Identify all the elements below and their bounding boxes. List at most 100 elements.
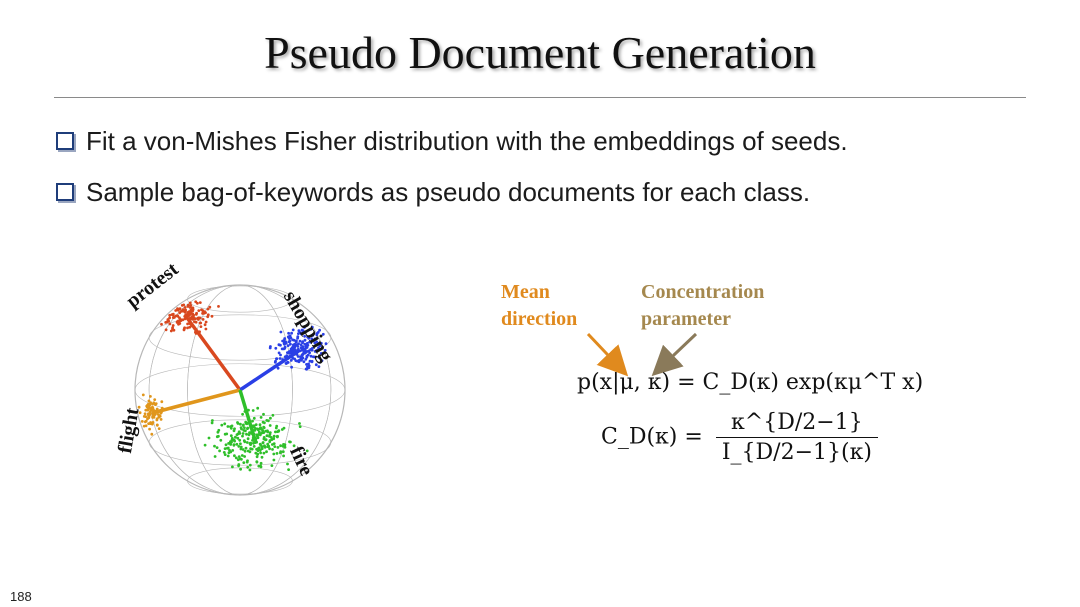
fire-point bbox=[232, 438, 236, 442]
flight-point bbox=[160, 410, 163, 414]
shopping-point bbox=[294, 348, 297, 352]
fire-point bbox=[264, 438, 267, 442]
fire-point bbox=[237, 445, 241, 448]
fire-point bbox=[272, 437, 276, 441]
fire-point bbox=[271, 413, 275, 417]
shopping-point bbox=[273, 360, 277, 364]
fire-point bbox=[282, 426, 286, 430]
shopping-point bbox=[301, 352, 305, 356]
shopping-point bbox=[303, 348, 306, 352]
fire-point bbox=[253, 428, 257, 432]
fire-point bbox=[273, 445, 277, 448]
fire-point bbox=[272, 434, 276, 438]
shopping-point bbox=[276, 366, 280, 370]
shopping-point bbox=[310, 337, 314, 341]
eq1-lhs: p(x|μ, κ) bbox=[577, 370, 671, 395]
fire-point bbox=[227, 442, 230, 445]
protest-point bbox=[193, 320, 196, 324]
shopping-point bbox=[275, 357, 278, 361]
fire-point bbox=[241, 448, 245, 451]
protest-point bbox=[183, 310, 187, 314]
fire-point bbox=[213, 455, 217, 458]
shopping-point bbox=[313, 355, 317, 359]
protest-point bbox=[168, 316, 171, 320]
sphere-parallel bbox=[187, 285, 293, 313]
flight-point bbox=[144, 408, 148, 412]
fire-point bbox=[235, 442, 239, 446]
fire-point bbox=[292, 444, 296, 448]
protest-point bbox=[198, 316, 202, 320]
fire-point bbox=[230, 424, 234, 428]
fire-point bbox=[251, 419, 254, 423]
fire-point bbox=[211, 419, 214, 422]
protest-point bbox=[204, 327, 208, 331]
shopping-point bbox=[306, 353, 310, 357]
fire-point bbox=[261, 431, 264, 435]
protest-point bbox=[197, 309, 201, 312]
checkbox-bullet-icon bbox=[56, 132, 74, 150]
protest-point bbox=[183, 306, 187, 309]
shopping-point bbox=[290, 331, 293, 335]
protest-point bbox=[188, 321, 192, 325]
concentration-arrow-icon bbox=[651, 332, 698, 377]
fire-point bbox=[241, 434, 244, 438]
fire-point bbox=[259, 451, 262, 455]
protest-point bbox=[206, 313, 210, 317]
bullet-text: Sample bag-of-keywords as pseudo documen… bbox=[86, 176, 811, 207]
shopping-point bbox=[303, 338, 307, 342]
protest-point bbox=[172, 328, 176, 332]
fire-point bbox=[246, 421, 250, 425]
fire-point bbox=[239, 447, 243, 451]
fire-point bbox=[223, 422, 227, 426]
fire-point bbox=[244, 446, 248, 450]
fire-point bbox=[252, 425, 256, 429]
shopping-point bbox=[321, 345, 324, 349]
protest-point bbox=[187, 314, 191, 318]
flight-point bbox=[153, 413, 156, 417]
shopping-point bbox=[287, 351, 291, 355]
protest-point bbox=[178, 322, 182, 325]
fire-point bbox=[256, 406, 260, 410]
fire-point bbox=[241, 412, 245, 416]
protest-point bbox=[188, 301, 192, 305]
flight-point bbox=[143, 420, 147, 424]
shopping-point bbox=[291, 328, 295, 332]
fire-point bbox=[266, 429, 269, 433]
fire-point bbox=[281, 450, 285, 454]
fire-point bbox=[259, 426, 262, 430]
fire-point bbox=[252, 445, 256, 448]
shopping-point bbox=[313, 341, 317, 345]
shopping-point bbox=[302, 360, 306, 364]
protest-point bbox=[198, 301, 202, 304]
fire-point bbox=[298, 425, 302, 428]
fire-point bbox=[248, 468, 252, 472]
fire-point bbox=[220, 423, 224, 427]
shopping-point bbox=[296, 355, 300, 358]
fire-point bbox=[270, 464, 274, 467]
protest-point bbox=[181, 309, 185, 313]
fire-point bbox=[262, 451, 266, 455]
flight-point bbox=[151, 412, 154, 415]
shopping-point bbox=[324, 342, 328, 346]
flight-point bbox=[146, 413, 150, 417]
flight-point bbox=[149, 407, 152, 411]
protest-point bbox=[208, 305, 212, 309]
fire-point bbox=[249, 443, 253, 446]
shopping-point bbox=[289, 359, 293, 362]
fire-point bbox=[259, 461, 263, 465]
fire-point bbox=[287, 468, 290, 471]
shopping-point bbox=[298, 339, 302, 343]
flight-point bbox=[149, 401, 152, 404]
shopping-point bbox=[292, 351, 296, 355]
fire-point bbox=[274, 426, 278, 430]
title-divider bbox=[54, 97, 1026, 98]
fire-point bbox=[276, 446, 280, 449]
fire-point bbox=[240, 454, 244, 457]
fire-point bbox=[262, 412, 265, 416]
shopping-point bbox=[313, 337, 317, 341]
shopping-point bbox=[290, 365, 293, 369]
fire-point bbox=[241, 432, 245, 435]
eq2-numerator: κ^{D/2−1} bbox=[731, 410, 863, 435]
shopping-point bbox=[305, 350, 309, 353]
shopping-point bbox=[310, 360, 314, 364]
